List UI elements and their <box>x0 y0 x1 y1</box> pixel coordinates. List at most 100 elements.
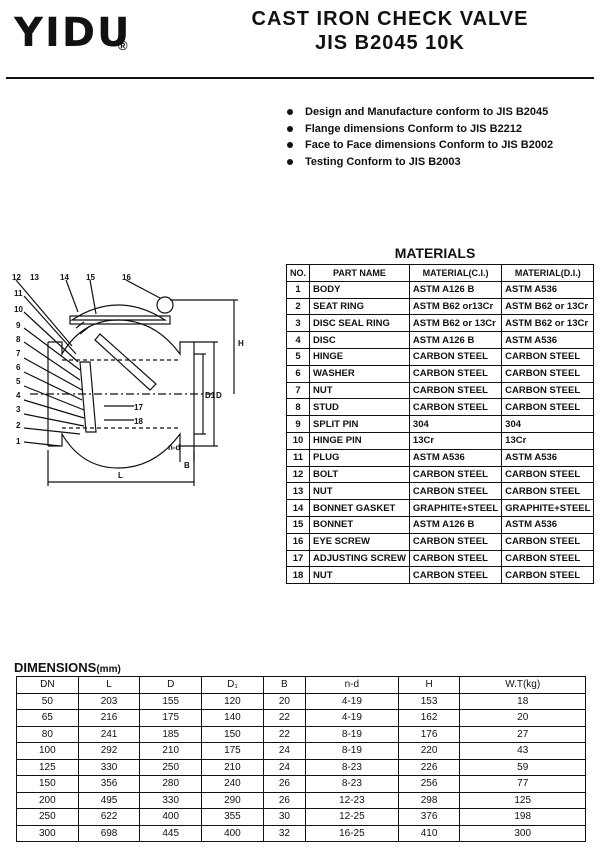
table-cell: 304 <box>408 415 503 433</box>
table-cell: ADJUSTING SCREW <box>309 549 410 568</box>
dim-label-D1: D1 <box>205 391 216 400</box>
table-cell: CARBON STEEL <box>501 549 595 568</box>
table-cell: 120 <box>201 692 264 710</box>
callout-9: 9 <box>16 321 21 330</box>
table-cell: 27 <box>459 725 586 743</box>
valve-drawing: 12 13 14 15 16 11 10 9 8 7 6 5 4 3 2 1 1… <box>12 273 244 486</box>
table-cell: 176 <box>397 725 461 743</box>
table-cell: DISC SEAL RING <box>309 314 410 333</box>
table-cell: CARBON STEEL <box>501 398 595 417</box>
table-cell: 150 <box>16 775 79 793</box>
table-cell: 8-19 <box>305 725 399 743</box>
table-cell: WASHER <box>309 364 410 383</box>
table-cell: CARBON STEEL <box>408 532 503 551</box>
table-cell: 210 <box>201 758 264 776</box>
dim-label-D: D <box>216 391 222 400</box>
table-cell: 26 <box>262 791 307 809</box>
table-cell: 13Cr <box>501 431 595 450</box>
table-cell: 400 <box>201 824 264 842</box>
header-b: B <box>262 676 307 694</box>
header-divider <box>6 77 594 79</box>
table-cell: CARBON STEEL <box>408 347 503 366</box>
table-cell: DISC <box>309 331 410 349</box>
table-cell: 4-19 <box>305 709 399 727</box>
table-cell: CARBON STEEL <box>501 465 595 484</box>
spec-item: Face to Face dimensions Conform to JIS B… <box>287 137 553 154</box>
table-cell: ASTM B62 or 13Cr <box>408 314 503 333</box>
table-cell: NUT <box>309 566 410 585</box>
dimensions-title-text: DIMENSIONS <box>14 660 97 675</box>
table-cell: 240 <box>201 775 264 793</box>
table-cell: 356 <box>77 775 141 793</box>
table-cell: GRAPHITE+STEEL <box>501 499 595 517</box>
table-cell: BOLT <box>309 465 410 484</box>
table-cell: 200 <box>16 791 79 809</box>
header-weight: W.T(kg) <box>459 676 586 694</box>
table-cell: ASTM A536 <box>501 280 595 299</box>
table-cell: 175 <box>139 709 203 727</box>
table-cell: 355 <box>201 808 264 826</box>
table-cell: CARBON STEEL <box>501 347 595 366</box>
table-cell: 9 <box>285 415 311 433</box>
table-cell: STUD <box>309 398 410 417</box>
table-cell: 175 <box>201 742 264 760</box>
table-cell: 216 <box>77 709 141 727</box>
table-cell: BONNET <box>309 515 410 534</box>
header-h: H <box>397 676 461 694</box>
table-cell: 18 <box>285 566 311 585</box>
table-cell: 26 <box>262 775 307 793</box>
header-d: D <box>139 676 203 694</box>
table-cell: 162 <box>397 709 461 727</box>
table-cell: 10 <box>285 431 311 450</box>
table-cell: 11 <box>285 448 311 467</box>
dim-label-L: L <box>118 471 123 480</box>
table-cell: 14 <box>285 499 311 517</box>
table-cell: PLUG <box>309 448 410 467</box>
table-cell: CARBON STEEL <box>408 465 503 484</box>
table-cell: 3 <box>285 314 311 333</box>
table-cell: 2 <box>285 297 311 316</box>
table-cell: HINGE <box>309 347 410 366</box>
header-dn: DN <box>16 676 79 694</box>
registered-mark: ® <box>118 38 128 53</box>
callout-12: 12 <box>12 273 21 282</box>
table-cell: 330 <box>77 758 141 776</box>
table-cell: 198 <box>459 808 586 826</box>
callout-16: 16 <box>122 273 131 282</box>
table-cell: 410 <box>397 824 461 842</box>
table-cell: 155 <box>139 692 203 710</box>
callout-7: 7 <box>16 349 21 358</box>
table-cell: 18 <box>459 692 586 710</box>
table-cell: 4-19 <box>305 692 399 710</box>
table-cell: 256 <box>397 775 461 793</box>
table-cell: 30 <box>262 808 307 826</box>
table-cell: 80 <box>16 725 79 743</box>
table-cell: ASTM A536 <box>501 331 595 349</box>
table-cell: 250 <box>139 758 203 776</box>
table-cell: BONNET GASKET <box>309 499 410 517</box>
table-cell: 210 <box>139 742 203 760</box>
callout-4: 4 <box>16 391 21 400</box>
callout-15: 15 <box>86 273 95 282</box>
table-cell: 7 <box>285 381 311 400</box>
callout-17: 17 <box>134 403 143 412</box>
table-cell: 16-25 <box>305 824 399 842</box>
page-title: CAST IRON CHECK VALVE <box>251 8 529 30</box>
table-cell: ASTM A126 B <box>408 280 503 299</box>
callout-8: 8 <box>16 335 21 344</box>
table-cell: 698 <box>77 824 141 842</box>
table-cell: 125 <box>16 758 79 776</box>
page-subtitle: JIS B2045 10K <box>315 32 465 54</box>
